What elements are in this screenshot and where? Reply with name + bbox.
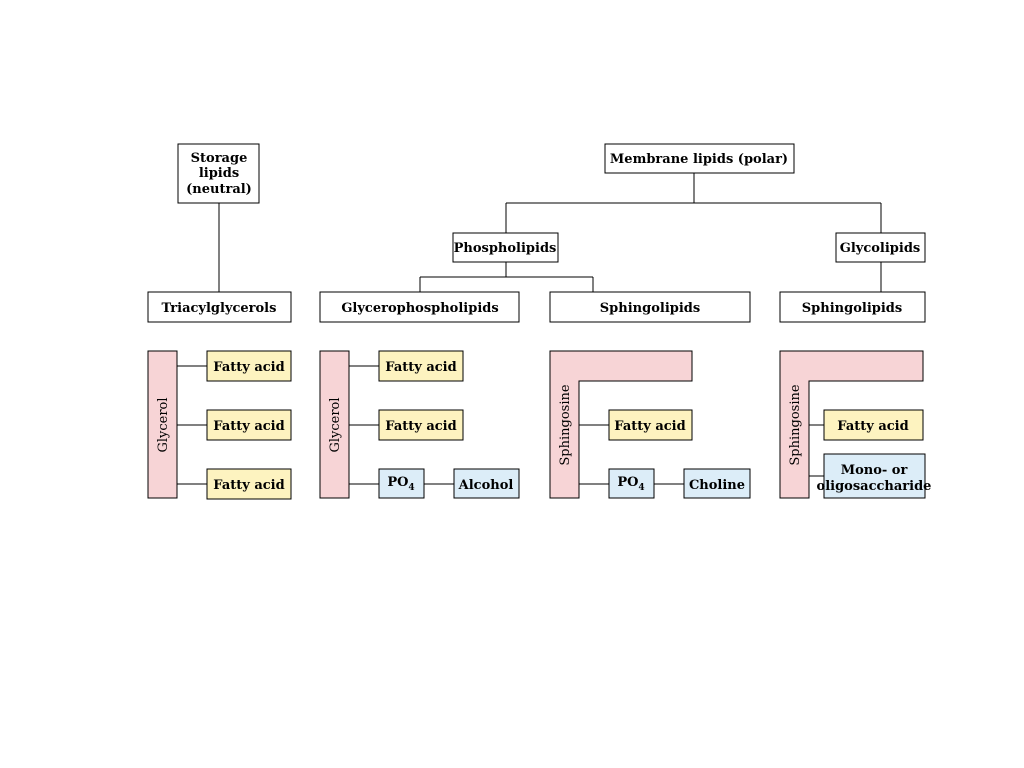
glycolipids-label: Glycolipids <box>840 241 921 256</box>
sphingosine-label: Sphingosine <box>788 384 803 465</box>
fatty-acid-box <box>378 350 464 382</box>
glycolipids-node: Glycolipids <box>835 232 926 263</box>
phosphate-box <box>378 468 425 499</box>
fatty-acid-label: Fatty acid <box>385 360 456 375</box>
fatty-acid-label: Fatty acid <box>213 360 284 375</box>
triacylglycerols-label: Triacylglycerols <box>162 301 277 316</box>
sphingolipids-phospho-label: Sphingolipids <box>600 301 700 316</box>
glycosphingolipid-structure: Sphingosine Fatty acid Mono- or oligosac… <box>779 350 932 499</box>
sphingolipids-glyco-node: Sphingolipids <box>779 291 926 323</box>
triacylglycerols-node: Triacylglycerols <box>147 291 292 323</box>
fatty-acid-box <box>206 409 292 441</box>
fatty-acid-box <box>206 350 292 382</box>
connector-lines <box>177 173 882 485</box>
sphingosine-backbone <box>779 350 924 499</box>
phosphate-label: PO4 <box>387 475 414 493</box>
storage-lipids-node: Storage lipids (neutral) <box>177 143 260 204</box>
saccharide-box <box>823 453 926 499</box>
sphingomyelin-structure: Sphingosine Fatty acid PO4 Choline <box>549 350 751 499</box>
fatty-acid-label: Fatty acid <box>213 478 284 493</box>
storage-lipids-line-3: (neutral) <box>186 182 252 197</box>
storage-lipids-line-2: lipids <box>199 166 239 181</box>
triacylglycerol-structure: Glycerol Fatty acid Fatty acid Fatty aci… <box>147 350 292 500</box>
sphingolipids-phospho-node: Sphingolipids <box>549 291 751 323</box>
phospholipids-node: Phospholipids <box>452 232 559 263</box>
fatty-acid-label: Fatty acid <box>837 419 908 434</box>
phosphate-box <box>608 468 655 499</box>
fatty-acid-box <box>608 409 693 441</box>
glycerophospholipids-label: Glycerophospholipids <box>341 301 498 316</box>
choline-box <box>683 468 751 499</box>
sphingosine-label: Sphingosine <box>558 384 573 465</box>
choline-label: Choline <box>689 478 745 493</box>
fatty-acid-box <box>823 409 924 441</box>
sphingolipids-glyco-label: Sphingolipids <box>802 301 902 316</box>
alcohol-box <box>453 468 520 499</box>
glycerol-backbone <box>147 350 178 499</box>
fatty-acid-label: Fatty acid <box>614 419 685 434</box>
glycerophospholipid-structure: Glycerol Fatty acid Fatty acid PO4 Alcoh… <box>319 350 520 499</box>
glycerol-label: Glycerol <box>328 397 343 452</box>
glycerol-label: Glycerol <box>156 397 171 452</box>
fatty-acid-label: Fatty acid <box>213 419 284 434</box>
phosphate-label: PO4 <box>617 475 644 493</box>
alcohol-label: Alcohol <box>458 478 514 493</box>
fatty-acid-label: Fatty acid <box>385 419 456 434</box>
storage-lipids-line-1: Storage <box>191 151 248 166</box>
glycerophospholipids-node: Glycerophospholipids <box>319 291 520 323</box>
fatty-acid-box <box>378 409 464 441</box>
phospholipids-label: Phospholipids <box>454 241 557 256</box>
membrane-lipids-label: Membrane lipids (polar) <box>610 152 788 167</box>
sphingosine-backbone <box>549 350 693 499</box>
saccharide-line-2: oligosaccharide <box>817 479 932 494</box>
fatty-acid-box <box>206 468 292 500</box>
membrane-lipids-node: Membrane lipids (polar) <box>604 143 795 174</box>
glycerol-backbone <box>319 350 350 499</box>
saccharide-line-1: Mono- or <box>841 463 908 478</box>
